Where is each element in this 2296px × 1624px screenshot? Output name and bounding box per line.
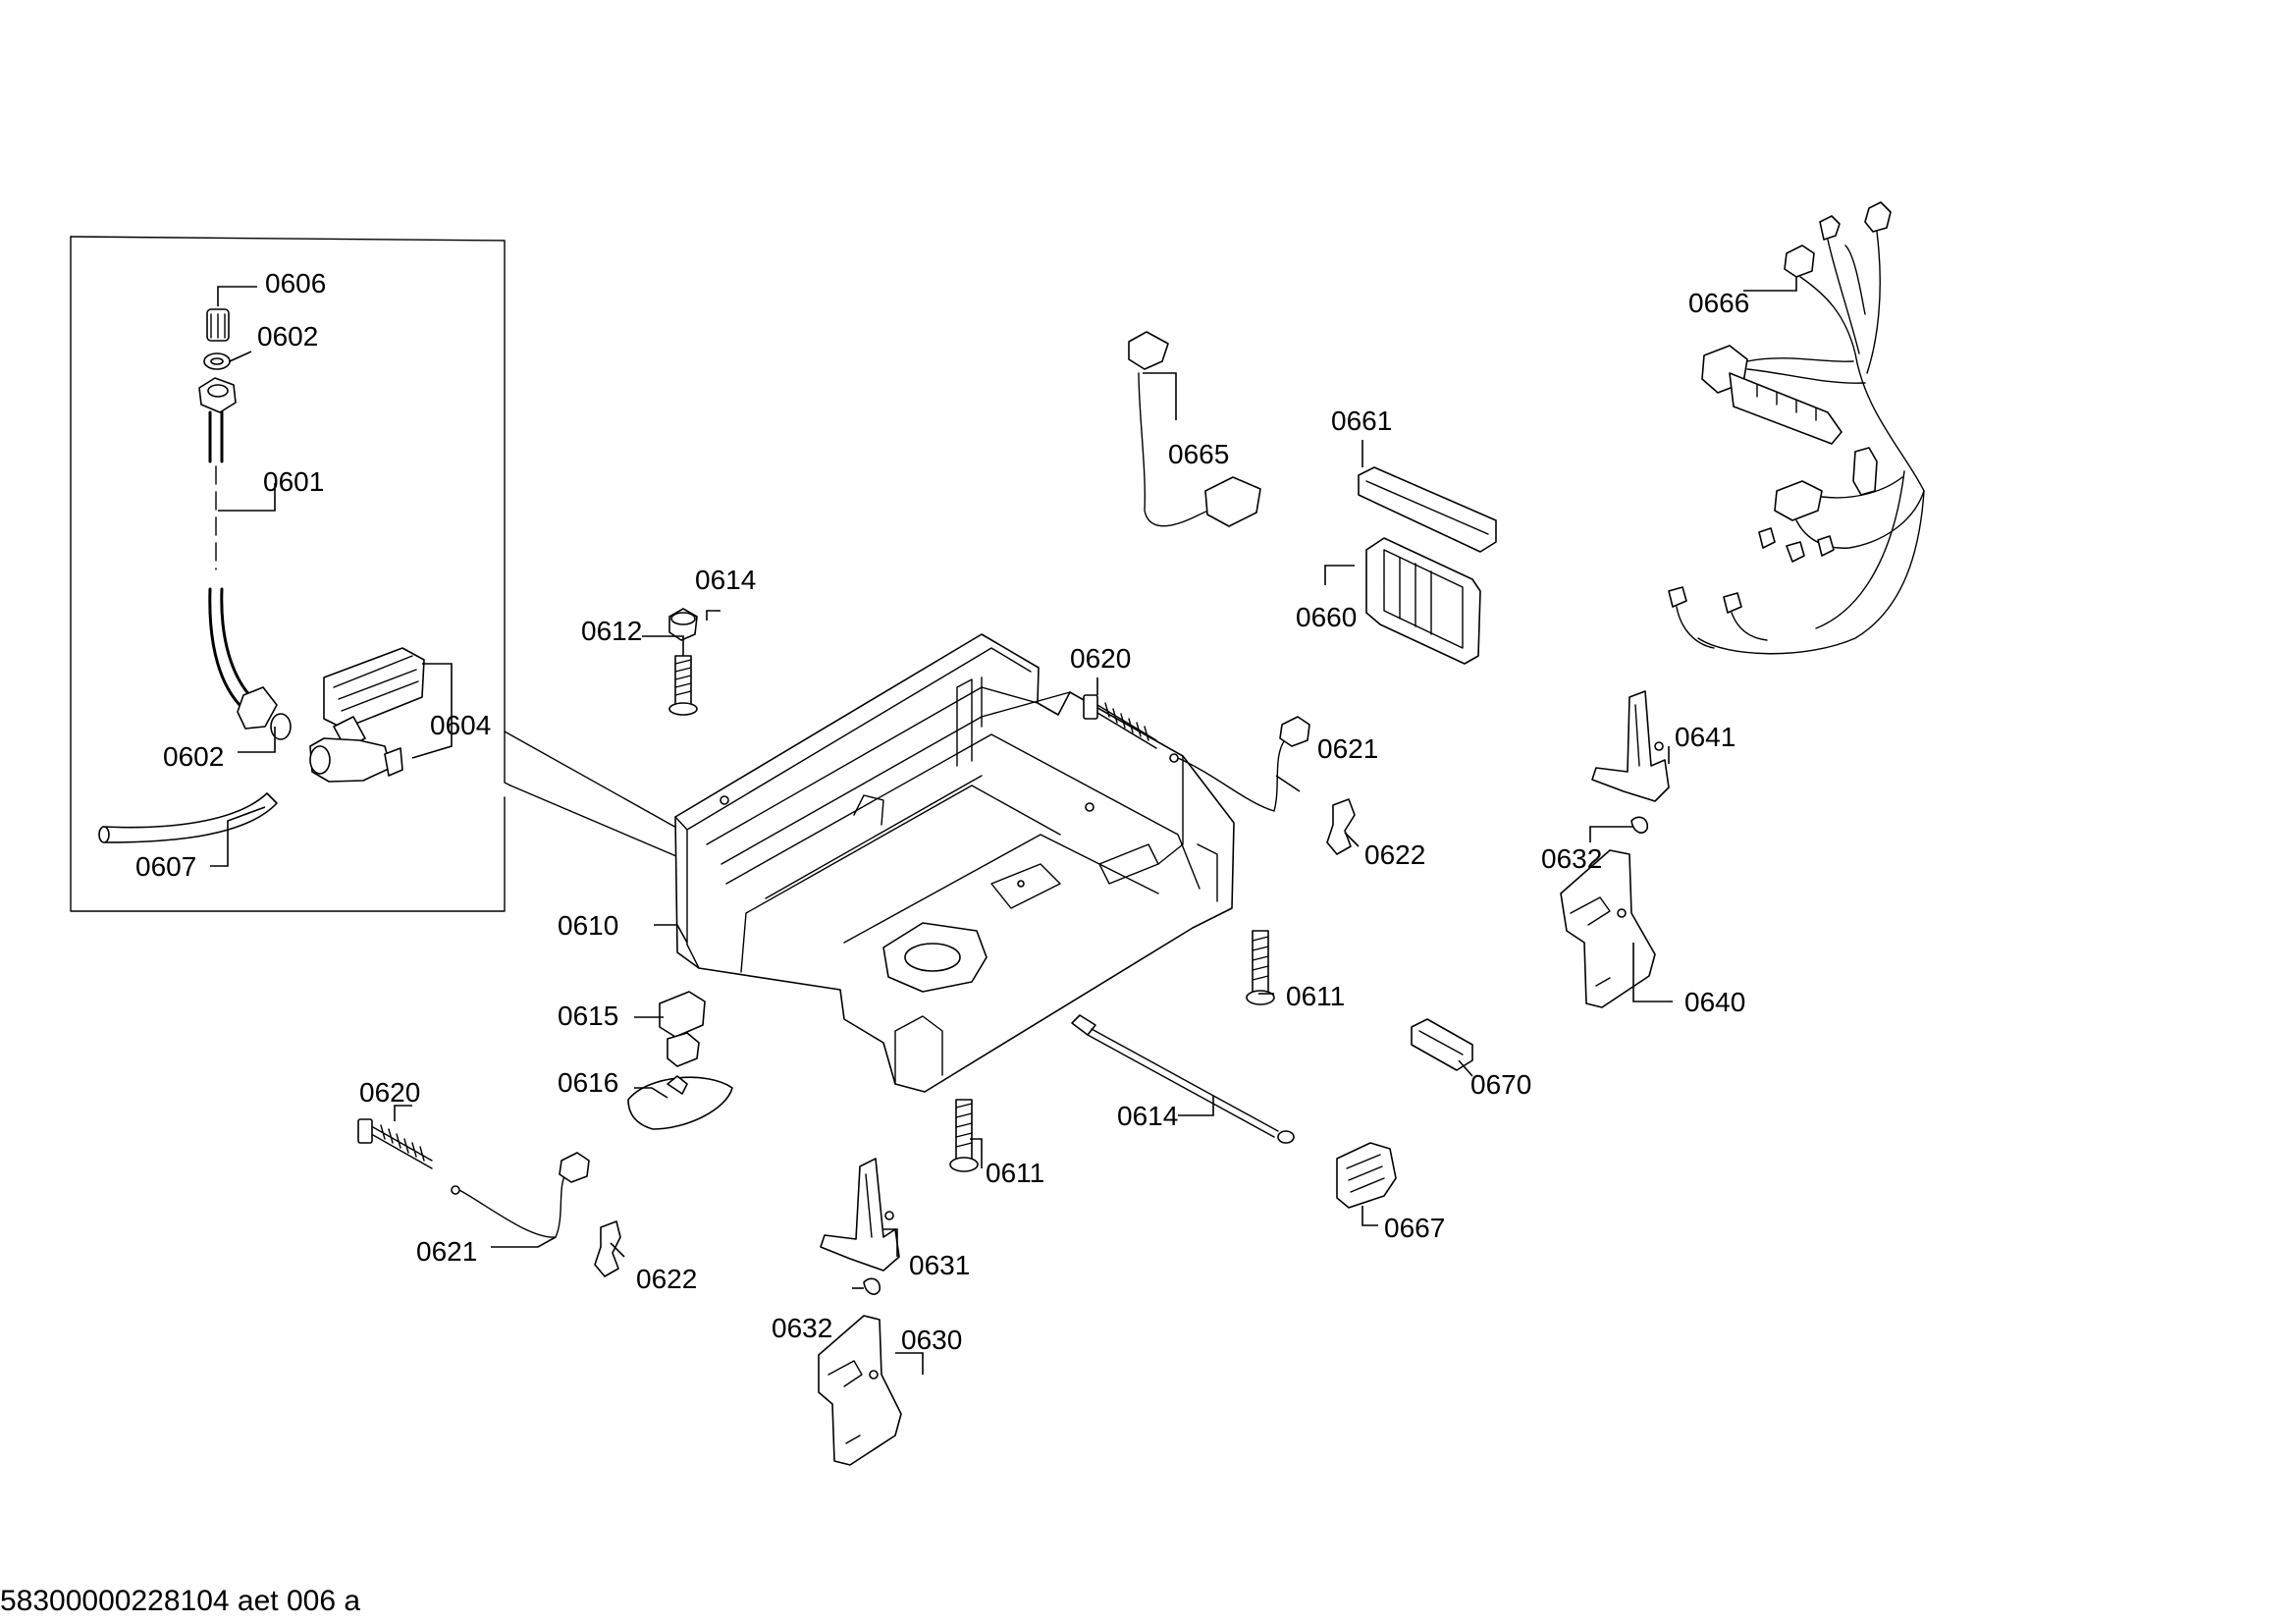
leader-lines (210, 277, 1797, 1375)
part-0616-float-disc[interactable] (627, 1075, 733, 1130)
label-0611: 0611 (1286, 981, 1345, 1011)
label-0610: 0610 (558, 910, 618, 941)
label-0620: 0620 (359, 1077, 420, 1108)
label-0607: 0607 (135, 851, 196, 882)
part-0611-foot-center[interactable] (949, 1099, 979, 1172)
label-0631: 0631 (909, 1250, 970, 1280)
part-0612-foot-screw[interactable] (668, 655, 698, 716)
part-0610-base-tub[interactable] (674, 633, 1235, 1093)
inset-detail-box (70, 236, 786, 912)
part-0667-connector[interactable] (1336, 1142, 1397, 1209)
label-0615: 0615 (558, 1001, 618, 1031)
label-0670: 0670 (1470, 1069, 1531, 1100)
part-0640-hinge-plate-right[interactable] (1560, 849, 1656, 1008)
label-0621: 0621 (1317, 733, 1378, 764)
part-0665-power-cord[interactable] (1128, 331, 1261, 527)
part-0666-wiring-harness[interactable] (1668, 201, 1925, 655)
part-0614-foot-cap[interactable] (668, 608, 698, 641)
label-0641: 0641 (1675, 722, 1735, 752)
label-0621: 0621 (416, 1236, 477, 1267)
part-0622-clip-left[interactable] (594, 1220, 621, 1277)
label-0661: 0661 (1331, 406, 1392, 436)
part-0621-sensor-wire-right[interactable] (1169, 716, 1310, 812)
label-0616: 0616 (558, 1067, 618, 1098)
label-0614: 0614 (1117, 1101, 1178, 1131)
label-0604: 0604 (430, 710, 491, 740)
label-0602: 0602 (257, 321, 318, 352)
part-0632-spring-clip-bottom[interactable] (863, 1277, 881, 1295)
label-0612: 0612 (581, 616, 642, 646)
label-0606: 0606 (265, 268, 326, 298)
part-0632-spring-clip-right[interactable] (1630, 816, 1649, 834)
part-0641-hinge-right[interactable] (1591, 690, 1670, 802)
label-0622: 0622 (1364, 839, 1425, 870)
label-0630: 0630 (901, 1325, 962, 1355)
label-0602: 0602 (163, 741, 224, 772)
label-0622: 0622 (636, 1264, 697, 1294)
document-code: 58300000228104 aet 006 a (0, 1585, 360, 1617)
part-0620-spring-left[interactable] (357, 1118, 433, 1169)
label-0632: 0632 (1541, 843, 1602, 874)
label-0666: 0666 (1688, 288, 1749, 318)
part-0620-spring-right[interactable] (1083, 694, 1157, 749)
part-labels: 0606 0602 0601 0602 0604 0607 0612 0614 … (135, 268, 1749, 1355)
part-0660-panel-frame[interactable] (1365, 537, 1481, 665)
part-0621-sensor-wire-left[interactable] (451, 1152, 590, 1238)
part-0604-inlet-valve[interactable] (309, 647, 425, 783)
label-0667: 0667 (1384, 1213, 1445, 1243)
label-0611: 0611 (986, 1158, 1044, 1188)
part-0622-clip-right[interactable] (1326, 798, 1356, 855)
part-0661-panel-cover[interactable] (1358, 466, 1497, 553)
part-0602-seal-top[interactable] (203, 352, 231, 370)
part-0670-switch[interactable] (1411, 1018, 1473, 1071)
part-0614-rod[interactable] (1071, 1014, 1295, 1144)
label-0640: 0640 (1684, 987, 1745, 1017)
label-0660: 0660 (1296, 602, 1357, 632)
part-0606-filter[interactable] (206, 308, 230, 342)
label-0614: 0614 (695, 565, 756, 595)
label-0620: 0620 (1070, 643, 1131, 674)
label-0665: 0665 (1168, 439, 1229, 469)
part-0601-inlet-hose[interactable] (198, 377, 292, 740)
part-0615-sensor-block[interactable] (659, 991, 706, 1067)
part-0630-hinge-plate[interactable] (818, 1315, 902, 1466)
label-0632: 0632 (772, 1313, 832, 1343)
part-0631-hinge[interactable] (820, 1158, 900, 1272)
label-0601: 0601 (263, 466, 324, 497)
part-0607-drain-hose[interactable] (98, 792, 278, 843)
